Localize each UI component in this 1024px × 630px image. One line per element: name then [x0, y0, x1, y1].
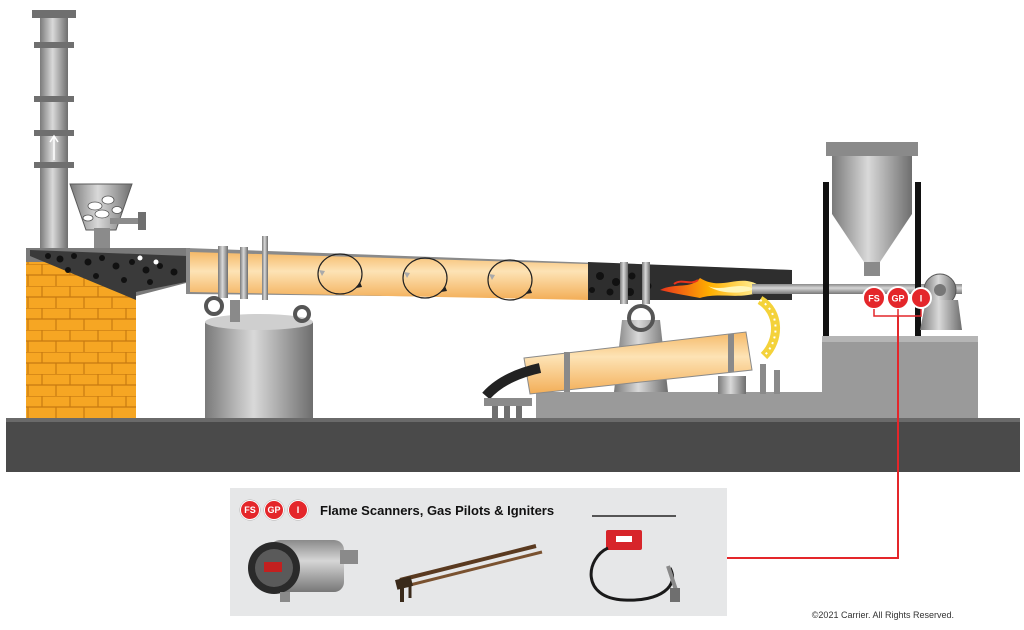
gas-pilot-icon — [395, 544, 543, 602]
coal-hopper-icon — [822, 142, 978, 418]
kiln-badge-gp-label: GP — [891, 294, 904, 304]
kiln-badge-i-label: I — [920, 294, 923, 304]
kiln-support-left — [204, 296, 313, 418]
copyright-text: ©2021 Carrier. All Rights Reserved. — [811, 610, 954, 620]
badge-i: I — [288, 500, 308, 520]
kiln-badge-i — [910, 287, 932, 309]
cooler-drum-icon — [482, 331, 822, 420]
legend-panel: FS GP I Flame Scanners, Gas Pilots & Ign… — [230, 488, 727, 616]
legend-title: Flame Scanners, Gas Pilots & Igniters — [320, 502, 555, 518]
feed-end-housing — [26, 248, 190, 300]
connector-line — [726, 316, 899, 559]
flame-scanner-icon — [248, 540, 358, 602]
burner-fan — [920, 273, 962, 330]
legend-products — [248, 515, 680, 602]
feed-hopper-icon — [69, 183, 146, 248]
burner-pipe — [752, 284, 962, 294]
badge-fs: FS — [240, 500, 260, 520]
igniter-icon — [589, 515, 680, 602]
clinker-stream — [757, 296, 780, 360]
kiln-badge-group: FS GP I — [862, 286, 932, 317]
smokestack-icon — [32, 10, 76, 248]
rotary-kiln-icon — [186, 236, 792, 304]
kiln-badge-fs-label: FS — [868, 294, 880, 304]
ground-base — [6, 418, 1020, 472]
badge-gp: GP — [264, 500, 284, 520]
legend-badge-row: FS GP I Flame Scanners, Gas Pilots & Ign… — [240, 500, 554, 520]
burner-flame-icon — [660, 278, 760, 298]
